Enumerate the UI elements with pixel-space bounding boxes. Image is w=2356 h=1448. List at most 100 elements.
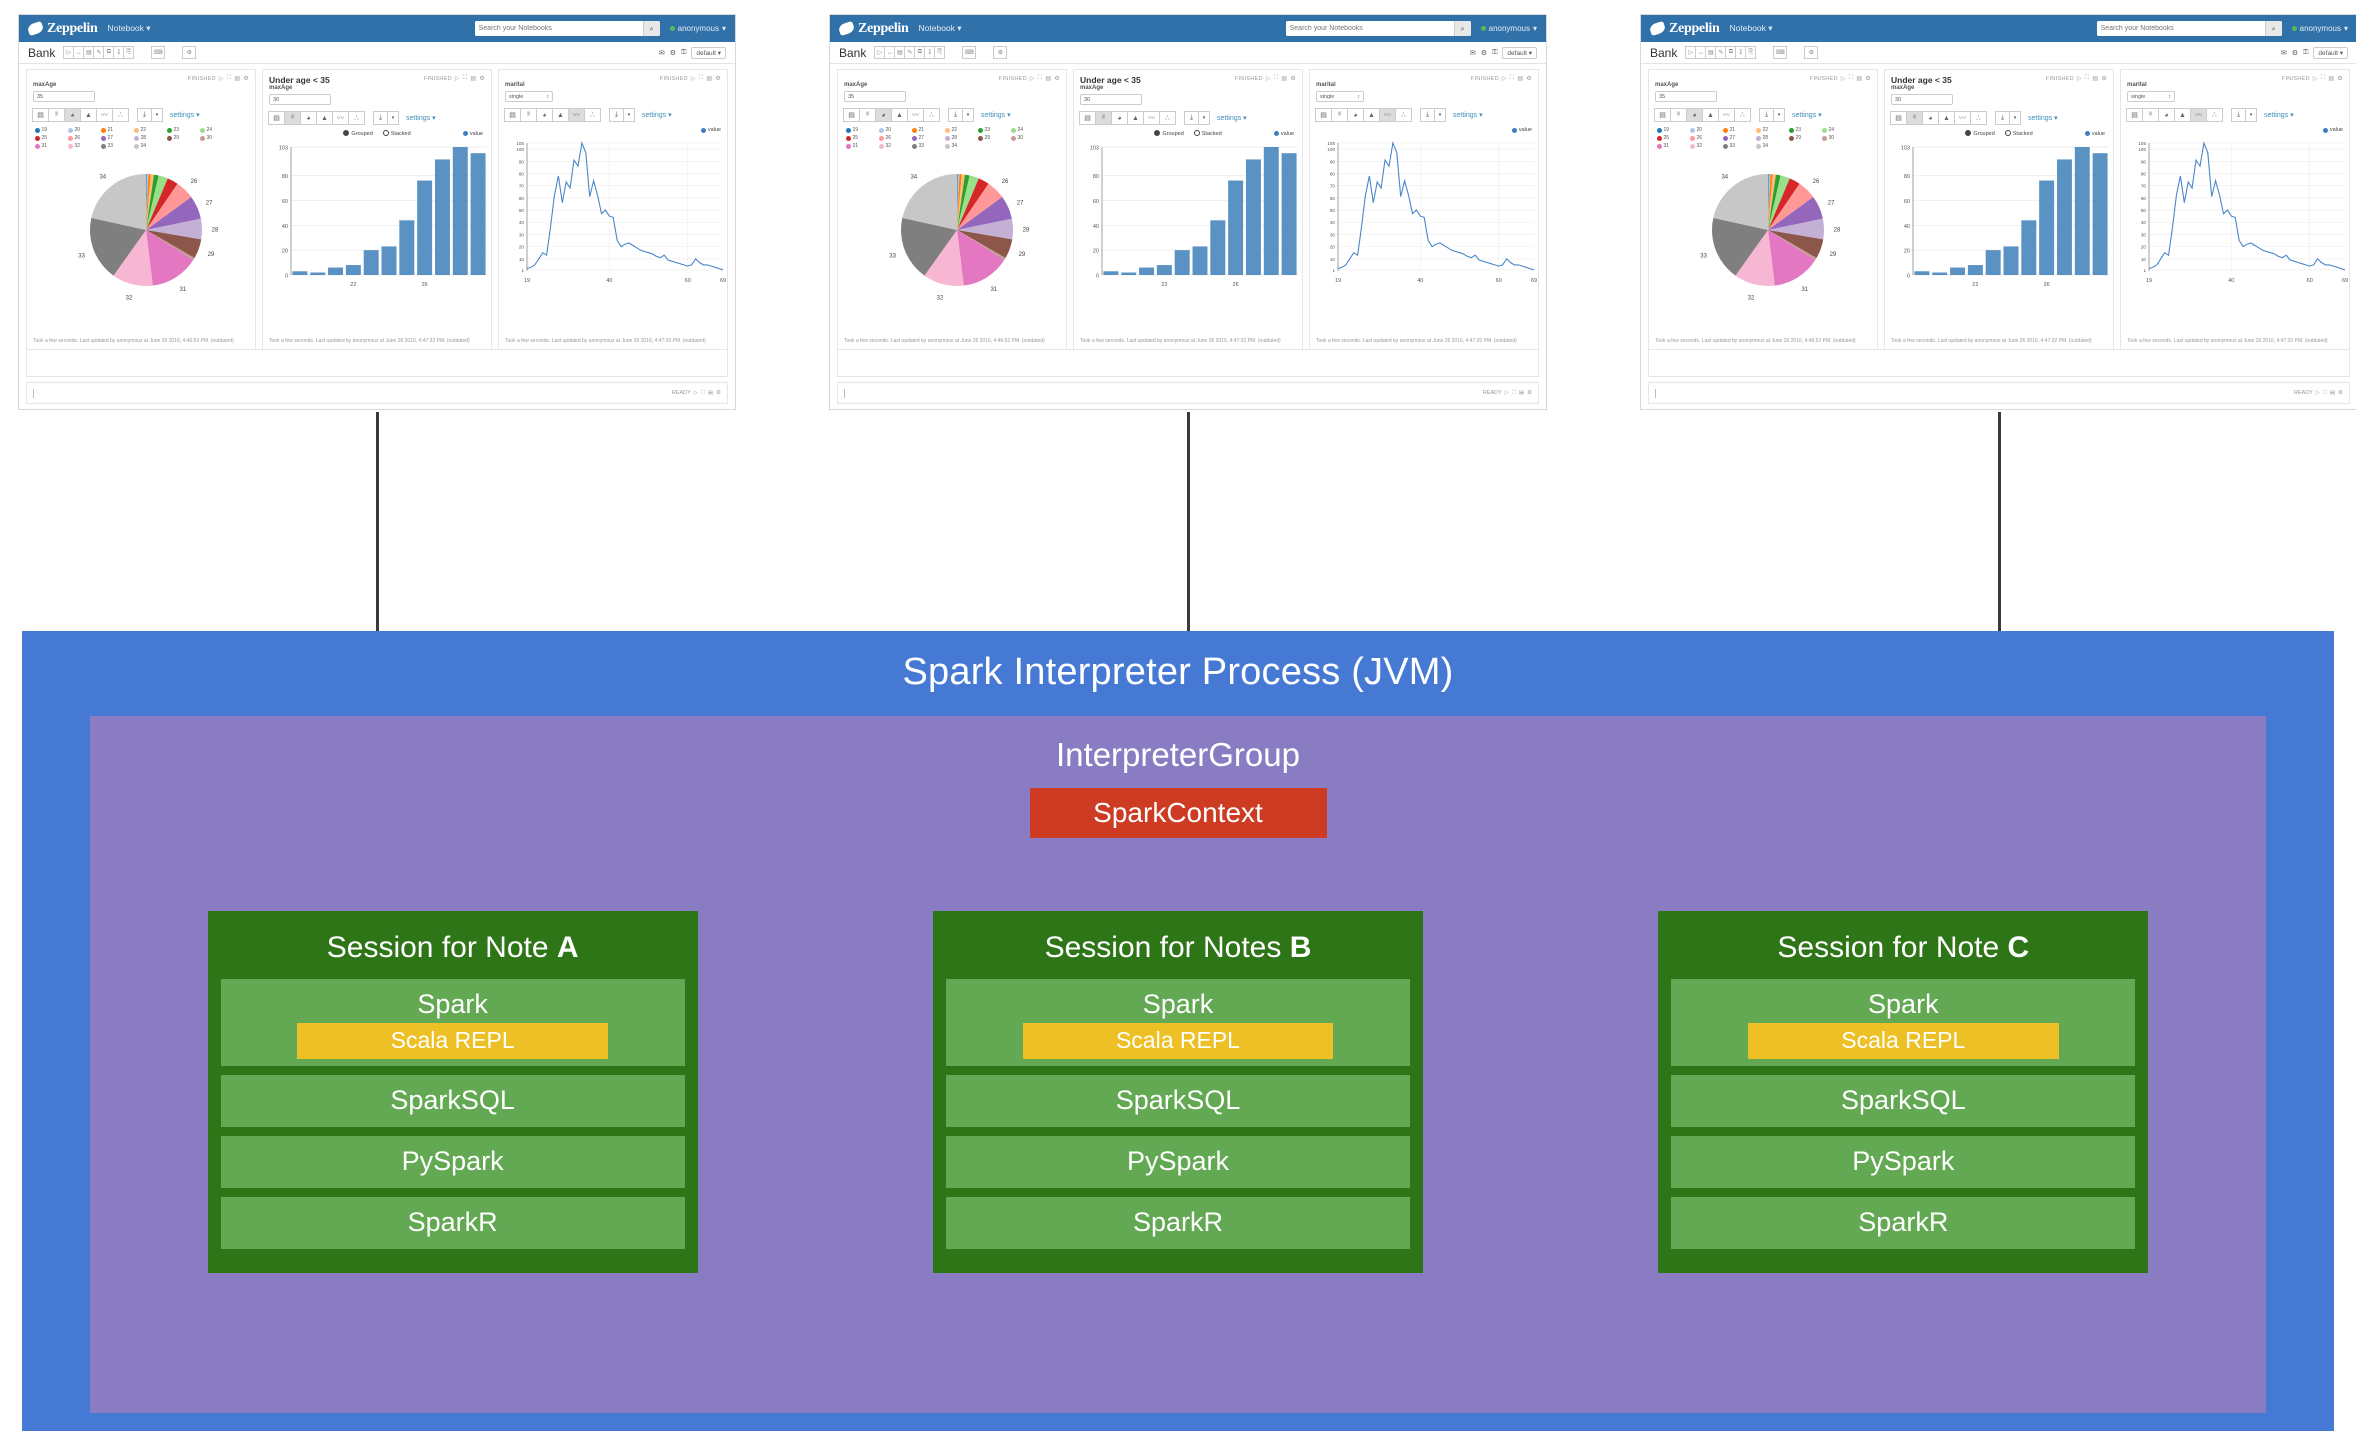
expand-icon[interactable]: ⛶ [1273, 75, 1279, 81]
paragraph-menu-icon[interactable]: ⚙ [1290, 76, 1296, 82]
run-icon[interactable]: ▷ [454, 76, 460, 82]
viz-area-icon[interactable]: ▲ [2174, 108, 2191, 122]
dynamic-form-select[interactable]: single↕ [1316, 91, 1364, 102]
run-icon[interactable]: ▷ [1504, 390, 1509, 396]
dynamic-form-select[interactable]: single↕ [2127, 91, 2175, 102]
viz-scatter-icon[interactable]: ∴ [1395, 108, 1412, 122]
search-input[interactable] [1285, 21, 1454, 36]
lock-icon[interactable]: ⚿ [681, 48, 687, 56]
dynamic-form-input[interactable]: 30 [1891, 94, 1953, 105]
hide-editor-icon[interactable]: ▤ [1517, 76, 1524, 82]
paragraph-menu-icon[interactable]: ⚙ [1054, 76, 1060, 82]
expand-icon[interactable]: ⛶ [462, 75, 468, 81]
expand-icon[interactable]: ⛶ [698, 75, 704, 81]
legend-item[interactable]: 24 [1011, 127, 1041, 133]
legend-item[interactable]: 19 [846, 127, 876, 133]
dynamic-form-input[interactable]: 35 [844, 91, 906, 102]
legend-item[interactable]: 24 [200, 127, 230, 133]
hide-editor-icon[interactable]: ▤ [2329, 390, 2336, 396]
hide-editor-icon[interactable]: ▤ [1518, 390, 1525, 396]
legend-item[interactable]: 34 [1756, 143, 1786, 149]
viz-line-icon[interactable]: 〰 [2190, 108, 2207, 122]
legend-item[interactable]: 32 [1690, 143, 1720, 149]
grouped-radio[interactable]: Grouped [343, 130, 373, 137]
legend-item[interactable]: 19 [35, 127, 65, 133]
hide-editor-icon[interactable]: ▤ [2092, 76, 2099, 82]
viz-area-icon[interactable]: ▲ [1702, 108, 1719, 122]
viz-bar-icon[interactable]: ᴵᴵ [1331, 108, 1348, 122]
dynamic-form-input[interactable]: 35 [1655, 91, 1717, 102]
viz-scatter-icon[interactable]: ∴ [1970, 111, 1987, 125]
expand-icon[interactable]: ⛶ [1512, 389, 1516, 396]
legend-item[interactable]: 28 [1756, 135, 1786, 141]
settings-link[interactable]: settings ▾ [981, 112, 1011, 119]
notebook-menu[interactable]: Notebook ▾ [918, 23, 962, 33]
viz-scatter-icon[interactable]: ∴ [584, 108, 601, 122]
copy-note-icon[interactable]: ⎘ [1745, 46, 1757, 59]
legend-item[interactable]: 25 [35, 135, 65, 141]
viz-line-icon[interactable]: 〰 [1954, 111, 1971, 125]
chevron-down-icon[interactable]: ▾ [2010, 111, 2021, 125]
paragraph-menu-icon[interactable]: ⚙ [1527, 390, 1532, 396]
viz-scatter-icon[interactable]: ∴ [1734, 108, 1751, 122]
settings-gear-icon[interactable]: ⚙ [182, 46, 197, 59]
series-legend[interactable]: value [1511, 127, 1532, 133]
legend-item[interactable]: 32 [68, 143, 98, 149]
viz-bar-icon[interactable]: ᴵᴵ [1906, 111, 1923, 125]
paragraph-menu-icon[interactable]: ⚙ [2101, 76, 2107, 82]
legend-item[interactable]: 28 [134, 135, 164, 141]
user-menu[interactable]: anonymous▾ [2291, 24, 2348, 33]
grouped-radio[interactable]: Grouped [1154, 130, 1184, 137]
download-icon[interactable]: ⤓ [2231, 108, 2246, 122]
chevron-down-icon[interactable]: ▾ [1435, 108, 1446, 122]
gear-icon[interactable]: ⚙ [2291, 49, 2299, 57]
viz-bar-icon[interactable]: ᴵᴵ [1670, 108, 1687, 122]
download-icon[interactable]: ⤓ [373, 111, 388, 125]
new-paragraph-placeholder[interactable] [837, 349, 1539, 377]
run-icon[interactable]: ▷ [218, 76, 224, 82]
search-input[interactable] [474, 21, 643, 36]
series-legend[interactable]: value [2084, 131, 2105, 137]
legend-item[interactable]: 23 [978, 127, 1008, 133]
download-icon[interactable]: ⤓ [1184, 111, 1199, 125]
note-permissions-icon[interactable]: ✉ [1469, 49, 1476, 57]
settings-link[interactable]: settings ▾ [1217, 115, 1247, 122]
shortcut-icon[interactable]: ⌨ [962, 46, 977, 59]
search-icon[interactable]: ⌕ [2264, 21, 2282, 36]
legend-item[interactable]: 29 [978, 135, 1008, 141]
expand-icon[interactable]: ⛶ [226, 75, 232, 81]
legend-item[interactable]: 21 [101, 127, 131, 133]
viz-pie-icon[interactable]: ◕ [300, 111, 317, 125]
hide-editor-icon[interactable]: ▤ [2328, 76, 2335, 82]
viz-area-icon[interactable]: ▲ [891, 108, 908, 122]
viz-line-icon[interactable]: 〰 [96, 108, 113, 122]
search-box[interactable]: ⌕ [1285, 21, 1471, 36]
viz-line-icon[interactable]: 〰 [1143, 111, 1160, 125]
viz-pie-icon[interactable]: ◕ [875, 108, 892, 122]
expand-icon[interactable]: ⛶ [2084, 75, 2090, 81]
legend-item[interactable]: 20 [68, 127, 98, 133]
hide-editor-icon[interactable]: ▤ [1856, 76, 1863, 82]
dynamic-form-select[interactable]: single↕ [505, 91, 553, 102]
legend-item[interactable]: 21 [1723, 127, 1753, 133]
legend-item[interactable]: 22 [945, 127, 975, 133]
search-box[interactable]: ⌕ [2096, 21, 2282, 36]
stacked-radio[interactable]: Stacked [1193, 130, 1222, 137]
viz-line-icon[interactable]: 〰 [332, 111, 349, 125]
legend-item[interactable]: 31 [35, 143, 65, 149]
settings-link[interactable]: settings ▾ [170, 112, 200, 119]
series-legend[interactable]: value [462, 131, 483, 137]
viz-scatter-icon[interactable]: ∴ [112, 108, 129, 122]
expand-icon[interactable]: ⛶ [701, 389, 705, 396]
legend-item[interactable]: 20 [879, 127, 909, 133]
viz-table-icon[interactable]: ▤ [1890, 111, 1907, 125]
paragraph-menu-icon[interactable]: ⚙ [716, 390, 721, 396]
interpreter-binding-select[interactable]: default ▾ [2313, 46, 2348, 59]
viz-table-icon[interactable]: ▤ [32, 108, 49, 122]
series-legend[interactable]: value [700, 127, 721, 133]
search-icon[interactable]: ⌕ [1453, 21, 1471, 36]
shortcut-icon[interactable]: ⌨ [151, 46, 166, 59]
expand-icon[interactable]: ⛶ [1037, 75, 1043, 81]
viz-table-icon[interactable]: ▤ [1079, 111, 1096, 125]
viz-area-icon[interactable]: ▲ [1938, 111, 1955, 125]
